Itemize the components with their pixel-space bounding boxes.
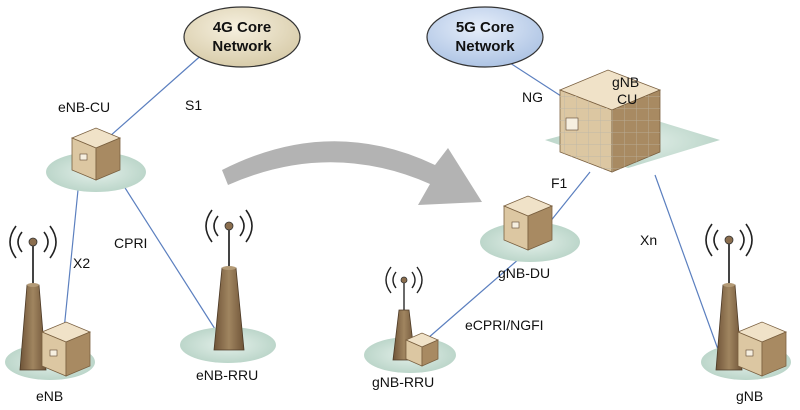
antenna-icon [9, 225, 57, 371]
network-box-icon [405, 332, 439, 367]
core-4g-network: 4G Core Network [183, 6, 301, 68]
label-s1: S1 [185, 97, 202, 113]
label-xn: Xn [640, 232, 657, 248]
core-5g-line1: 5G Core [456, 19, 514, 36]
network-box-icon [736, 321, 788, 377]
link-ecpri [419, 257, 521, 346]
antenna-icon [205, 209, 253, 351]
gnb-cu-node: gNB CU [545, 69, 720, 173]
link-xn [654, 174, 721, 356]
label-gnb-cu-line1: gNB [612, 74, 639, 90]
link-cpri [119, 179, 223, 341]
label-gnb-cu-line2: CU [617, 91, 637, 107]
enb-cu-node: eNB-CU [46, 99, 146, 192]
label-enb-rru: eNB-RRU [196, 367, 258, 383]
label-ecpri-ngfi: eCPRI/NGFI [465, 317, 544, 333]
label-f1: F1 [551, 175, 568, 191]
gnb-node: gNB [701, 223, 791, 404]
label-enb: eNB [36, 388, 63, 404]
core-4g-line2: Network [212, 38, 272, 55]
gnb-du-node: gNB-DU [480, 195, 580, 281]
core-5g-line2: Network [455, 38, 515, 55]
label-ng: NG [522, 89, 543, 105]
label-x2: X2 [73, 255, 90, 271]
label-gnb: gNB [736, 388, 763, 404]
core-5g-network: 5G Core Network [426, 6, 544, 68]
network-box-icon [40, 321, 92, 377]
label-enb-cu: eNB-CU [58, 99, 110, 115]
label-cpri: CPRI [114, 235, 147, 251]
label-gnb-du: gNB-DU [498, 265, 550, 281]
core-4g-line1: 4G Core [213, 19, 271, 36]
link-f1 [544, 171, 591, 229]
migration-arrow-icon [222, 141, 482, 205]
enb-node: eNB [5, 225, 95, 404]
network-box-icon [70, 127, 122, 181]
label-gnb-rru: gNB-RRU [372, 374, 434, 390]
network-box-icon [502, 195, 554, 251]
antenna-icon [705, 223, 753, 371]
enb-rru-node: eNB-RRU [180, 209, 276, 383]
gnb-rru-node: gNB-RRU [364, 266, 456, 390]
